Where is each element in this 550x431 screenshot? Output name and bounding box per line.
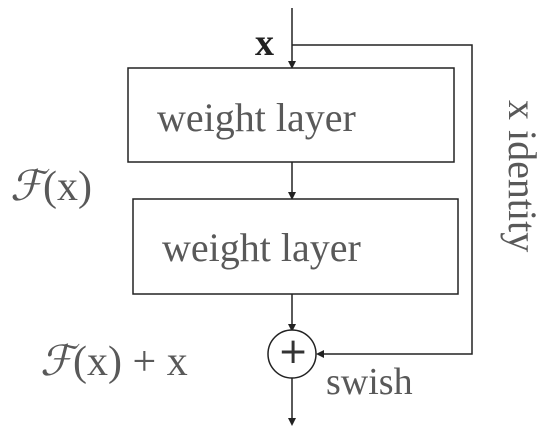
weight-layer-label-1: weight layer [157, 95, 356, 140]
identity-shortcut-line [292, 44, 473, 358]
weight-layer-box-1 [127, 67, 455, 163]
residual-function-argument: (x) [43, 164, 93, 210]
activation-label: swish [326, 361, 413, 403]
weight-layer-label-2: weight layer [162, 225, 361, 270]
weight-layer-box-2 [132, 198, 459, 295]
sum-output-symbol: ℱ [40, 336, 74, 385]
residual-function-label: ℱ(x) [10, 164, 93, 210]
identity-shortcut-label: x identity [500, 100, 545, 253]
plus-icon: + [278, 331, 309, 372]
sum-output-expression: (x) + x [73, 339, 188, 385]
residual-function-symbol: ℱ [10, 161, 44, 210]
input-label: x [255, 22, 274, 64]
sum-output-label: ℱ(x) + x [40, 339, 188, 385]
